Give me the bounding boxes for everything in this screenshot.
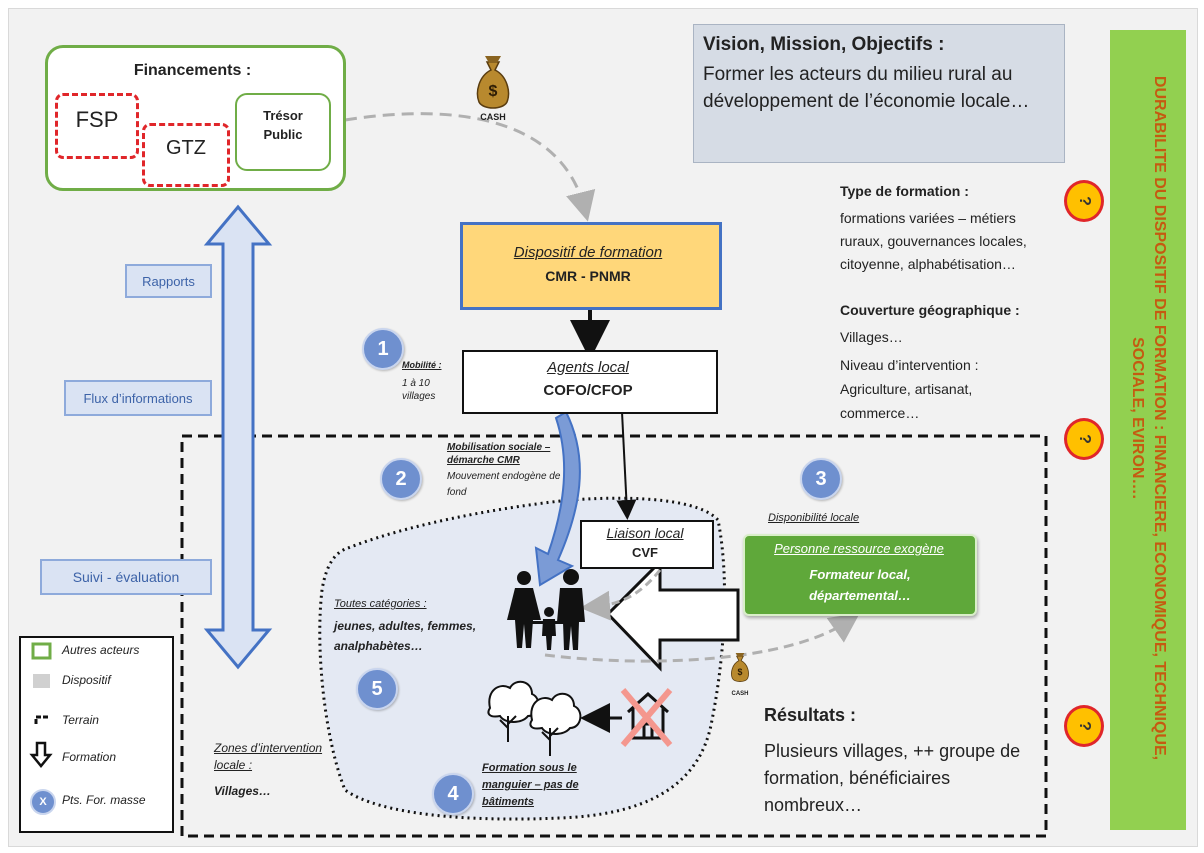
legend-dispositif-label: Dispositif xyxy=(62,673,111,687)
rapports-label: Rapports xyxy=(125,264,212,298)
type-formation-text: formations variées – métiers ruraux, gou… xyxy=(840,210,1027,272)
liaison-box xyxy=(580,520,714,569)
terrain-zone-border xyxy=(180,434,1048,838)
step-2-marker: 2 xyxy=(380,458,422,500)
cash-bag-small-icon: $ xyxy=(729,648,751,692)
tresor-label: Trésor Public xyxy=(263,108,303,142)
fsp-label: FSP xyxy=(75,107,119,132)
cash-label-bottom: CASH xyxy=(731,691,749,697)
question-icon-3: ? xyxy=(1064,705,1104,747)
vision-title: Vision, Mission, Objectifs : xyxy=(703,34,945,55)
agents-title: Agents local xyxy=(547,359,629,376)
fsp-box xyxy=(55,93,139,159)
step-1-marker: 1 xyxy=(362,328,404,370)
step-3-marker: 3 xyxy=(800,458,842,500)
zones-text: Villages… xyxy=(214,784,271,798)
svg-text:$: $ xyxy=(738,667,743,677)
question-mark-3: ? xyxy=(1076,721,1093,731)
legend-pts-label: Pts. For. masse xyxy=(62,793,146,807)
legend-terrain-label: Terrain xyxy=(62,713,99,727)
mobilite-title: Mobilité : xyxy=(402,360,442,370)
personne-box xyxy=(743,534,977,616)
disponibilite-label: Disponibilité locale xyxy=(768,512,860,524)
agents-to-liaison-arrow xyxy=(616,411,637,520)
personne-text: Formateur local, départemental… xyxy=(809,567,911,603)
legend-pts-icon-letter: X xyxy=(39,796,47,808)
mobilisation-arrow xyxy=(534,410,581,587)
family-to-personne-arrow xyxy=(544,613,860,663)
suivi-label: Suivi - évaluation xyxy=(40,559,212,595)
agents-name: COFO/CFOP xyxy=(543,382,633,399)
tresor-box xyxy=(235,93,331,171)
question-icon-2: ? xyxy=(1064,418,1104,460)
durabilite-banner-text: DURABILITE DU DISPOSITIF DE FORMATION : … xyxy=(1129,75,1168,761)
svg-text:$: $ xyxy=(489,83,498,100)
legend-formation-label: Formation xyxy=(62,750,117,764)
resultats-title: Résultats : xyxy=(764,705,857,725)
agents-box xyxy=(462,350,718,414)
liaison-title: Liaison local xyxy=(606,525,684,541)
question-mark-1: ? xyxy=(1076,196,1093,206)
intervention-zone-blob xyxy=(318,496,727,821)
mobilite-text: 1 à 10 villages xyxy=(402,378,436,402)
question-icon-1: ? xyxy=(1064,180,1104,222)
cash-flow-arrow xyxy=(344,112,596,222)
personne-title: Personne ressource exogène xyxy=(774,541,944,556)
couverture-title: Couverture géographique : xyxy=(840,302,1020,318)
categories-title: Toutes catégories : xyxy=(334,598,427,610)
vertical-double-arrow xyxy=(203,204,273,670)
dispositif-box xyxy=(460,222,722,310)
house-crossed-icon xyxy=(620,688,673,747)
resultats-text: Plusieurs villages, ++ groupe de formati… xyxy=(764,741,1021,815)
legend-dispositif-swatch xyxy=(33,674,50,688)
gtz-box xyxy=(142,123,230,187)
financements-title: Financements : xyxy=(133,62,252,79)
legend-terrain-icon xyxy=(34,715,48,726)
liaison-name: CVF xyxy=(632,545,658,560)
type-formation-title: Type de formation : xyxy=(840,183,969,199)
step-4-marker: 4 xyxy=(432,773,474,815)
question-mark-2: ? xyxy=(1076,434,1093,444)
durabilite-banner xyxy=(1110,30,1186,830)
legend-pts-icon: X xyxy=(30,789,56,815)
mobilisation-text: Mouvement endogène de fond xyxy=(447,471,561,498)
family-icon xyxy=(507,569,585,650)
formation-manguier-text: Formation sous le manguier – pas de bâti… xyxy=(482,762,579,808)
zones-title: Zones d’intervention locale : xyxy=(214,741,323,772)
mobilisation-title: Mobilisation sociale – démarche CMR xyxy=(447,442,551,466)
legend-formation-icon xyxy=(29,741,53,768)
legend-autres-label: Autres acteurs xyxy=(62,643,140,657)
vision-text: Former les acteurs du milieu rural au dé… xyxy=(703,64,1030,112)
step-5-marker: 5 xyxy=(356,668,398,710)
niveau-text: Niveau d’intervention : Agriculture, art… xyxy=(840,357,979,421)
legend-autres-swatch xyxy=(31,642,52,660)
cash-bag-icon: $ xyxy=(473,48,513,126)
couverture-text: Villages… xyxy=(840,329,903,345)
gtz-label: GTZ xyxy=(166,137,206,159)
liaison-to-family-arrow xyxy=(580,569,662,621)
dispositif-title: Dispositif de formation xyxy=(513,244,663,261)
dispositif-name: CMR - PNMR xyxy=(545,268,631,284)
vision-box xyxy=(693,24,1065,163)
categories-text: jeunes, adultes, femmes, analphabètes… xyxy=(334,619,477,653)
flux-label: Flux d’informations xyxy=(64,380,212,416)
cash-label-top: CASH xyxy=(480,112,506,122)
tree-icon xyxy=(487,680,582,756)
